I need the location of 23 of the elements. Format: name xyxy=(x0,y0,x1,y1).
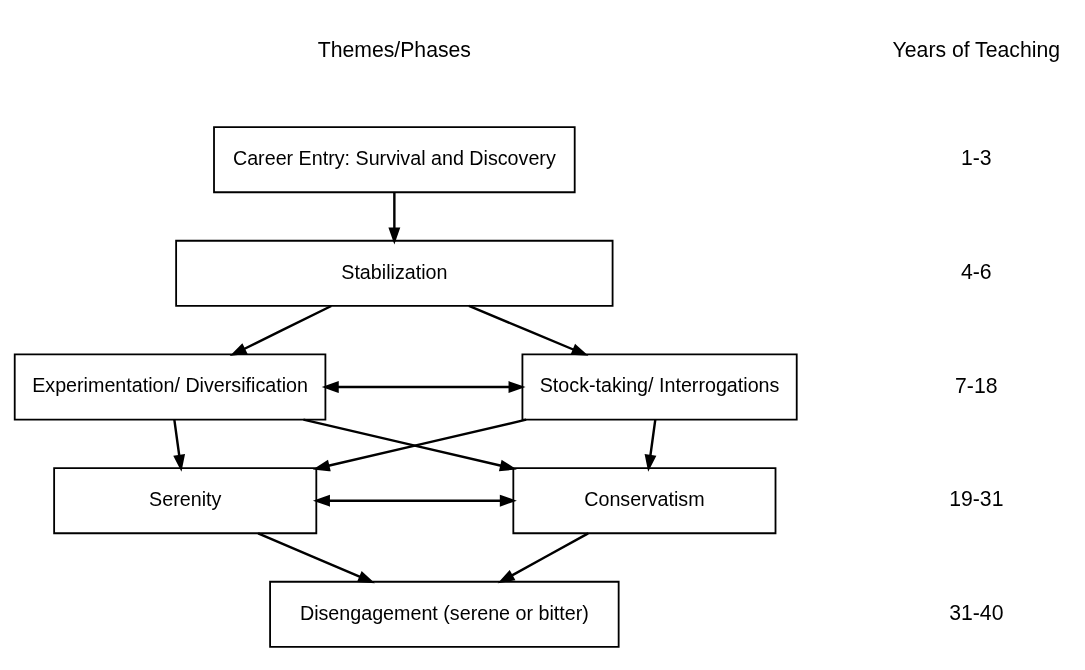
arrow xyxy=(321,380,526,393)
node-box: Experimentation/ Diversification xyxy=(13,353,327,421)
node-box: Serenity xyxy=(53,466,318,534)
arrow xyxy=(312,494,517,507)
label: 7-18 xyxy=(955,373,998,397)
label: 4-6 xyxy=(960,259,992,283)
node-box: Stabilization xyxy=(175,239,614,307)
arrow xyxy=(257,531,375,583)
label: Years of Teaching xyxy=(892,37,1061,61)
node-box: Career Entry: Survival and Discovery xyxy=(213,125,576,193)
label: 31-40 xyxy=(949,600,1004,624)
label: 19-31 xyxy=(949,486,1004,510)
node-box: Disengagement (serene or bitter) xyxy=(269,580,620,648)
label: 1-3 xyxy=(960,145,992,169)
node-box: Stock-taking/ Interrogations xyxy=(521,353,798,421)
arrow xyxy=(229,304,332,356)
arrow xyxy=(388,192,401,244)
arrow xyxy=(468,304,589,356)
arrow xyxy=(644,419,657,472)
label: Themes/Phases xyxy=(317,37,471,61)
node-box: Conservatism xyxy=(512,466,777,534)
arrow xyxy=(497,531,589,583)
arrow xyxy=(173,419,186,472)
